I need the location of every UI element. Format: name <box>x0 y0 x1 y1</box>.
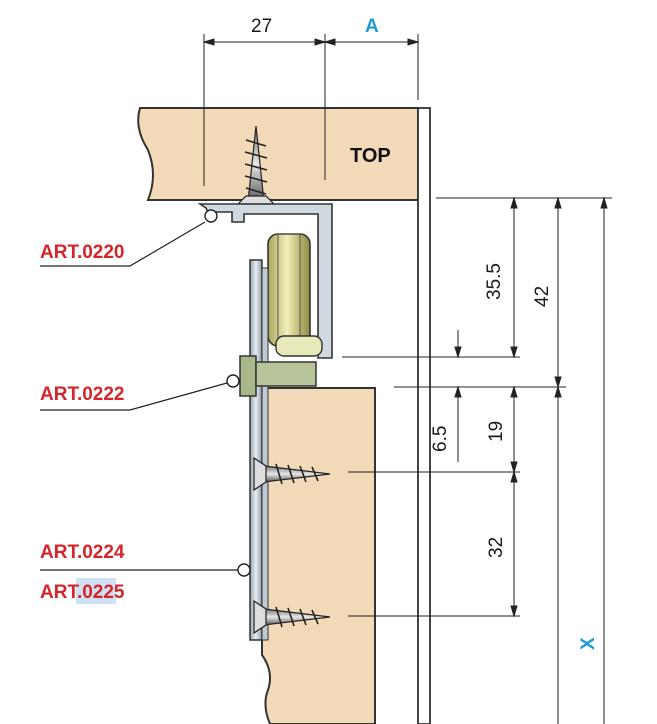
label-art-0220: ART.0220 <box>40 242 125 263</box>
dim-35-5: 35.5 <box>484 263 505 300</box>
bracket-art-0222 <box>239 355 317 397</box>
dim-19: 19 <box>486 421 507 442</box>
label-art-0224: ART.0224 <box>40 542 125 563</box>
top-label: TOP <box>350 145 391 167</box>
door-screw-lower <box>253 599 331 635</box>
label-art-0225-suffix: 0225 <box>82 582 125 603</box>
dim-27: 27 <box>251 16 272 37</box>
label-art-0225-prefix: ART. <box>40 582 82 603</box>
door-screw-upper <box>253 456 331 492</box>
cabinet-side-panel <box>417 107 431 724</box>
label-art-0225: ART.0225 <box>40 582 125 603</box>
dim-32: 32 <box>486 537 507 558</box>
dim-6-5: 6.5 <box>430 426 451 452</box>
dim-a: A <box>365 16 379 37</box>
right-dimension-lines <box>342 196 612 724</box>
highlight-0225 <box>76 578 116 604</box>
vertical-rail-art-0224 <box>249 259 263 641</box>
label-art-0222: ART.0222 <box>40 384 125 405</box>
marker-art-0224 <box>237 563 251 577</box>
door-panel <box>261 387 376 724</box>
top-screw <box>236 125 276 205</box>
top-board <box>137 107 419 201</box>
guide-wheel <box>267 233 323 357</box>
dim-42: 42 <box>532 286 553 307</box>
dim-x: X <box>578 637 599 650</box>
leader-lines <box>40 221 238 571</box>
marker-art-0220 <box>204 209 218 223</box>
marker-art-0222 <box>226 374 240 388</box>
top-dimension-lines <box>202 34 420 186</box>
